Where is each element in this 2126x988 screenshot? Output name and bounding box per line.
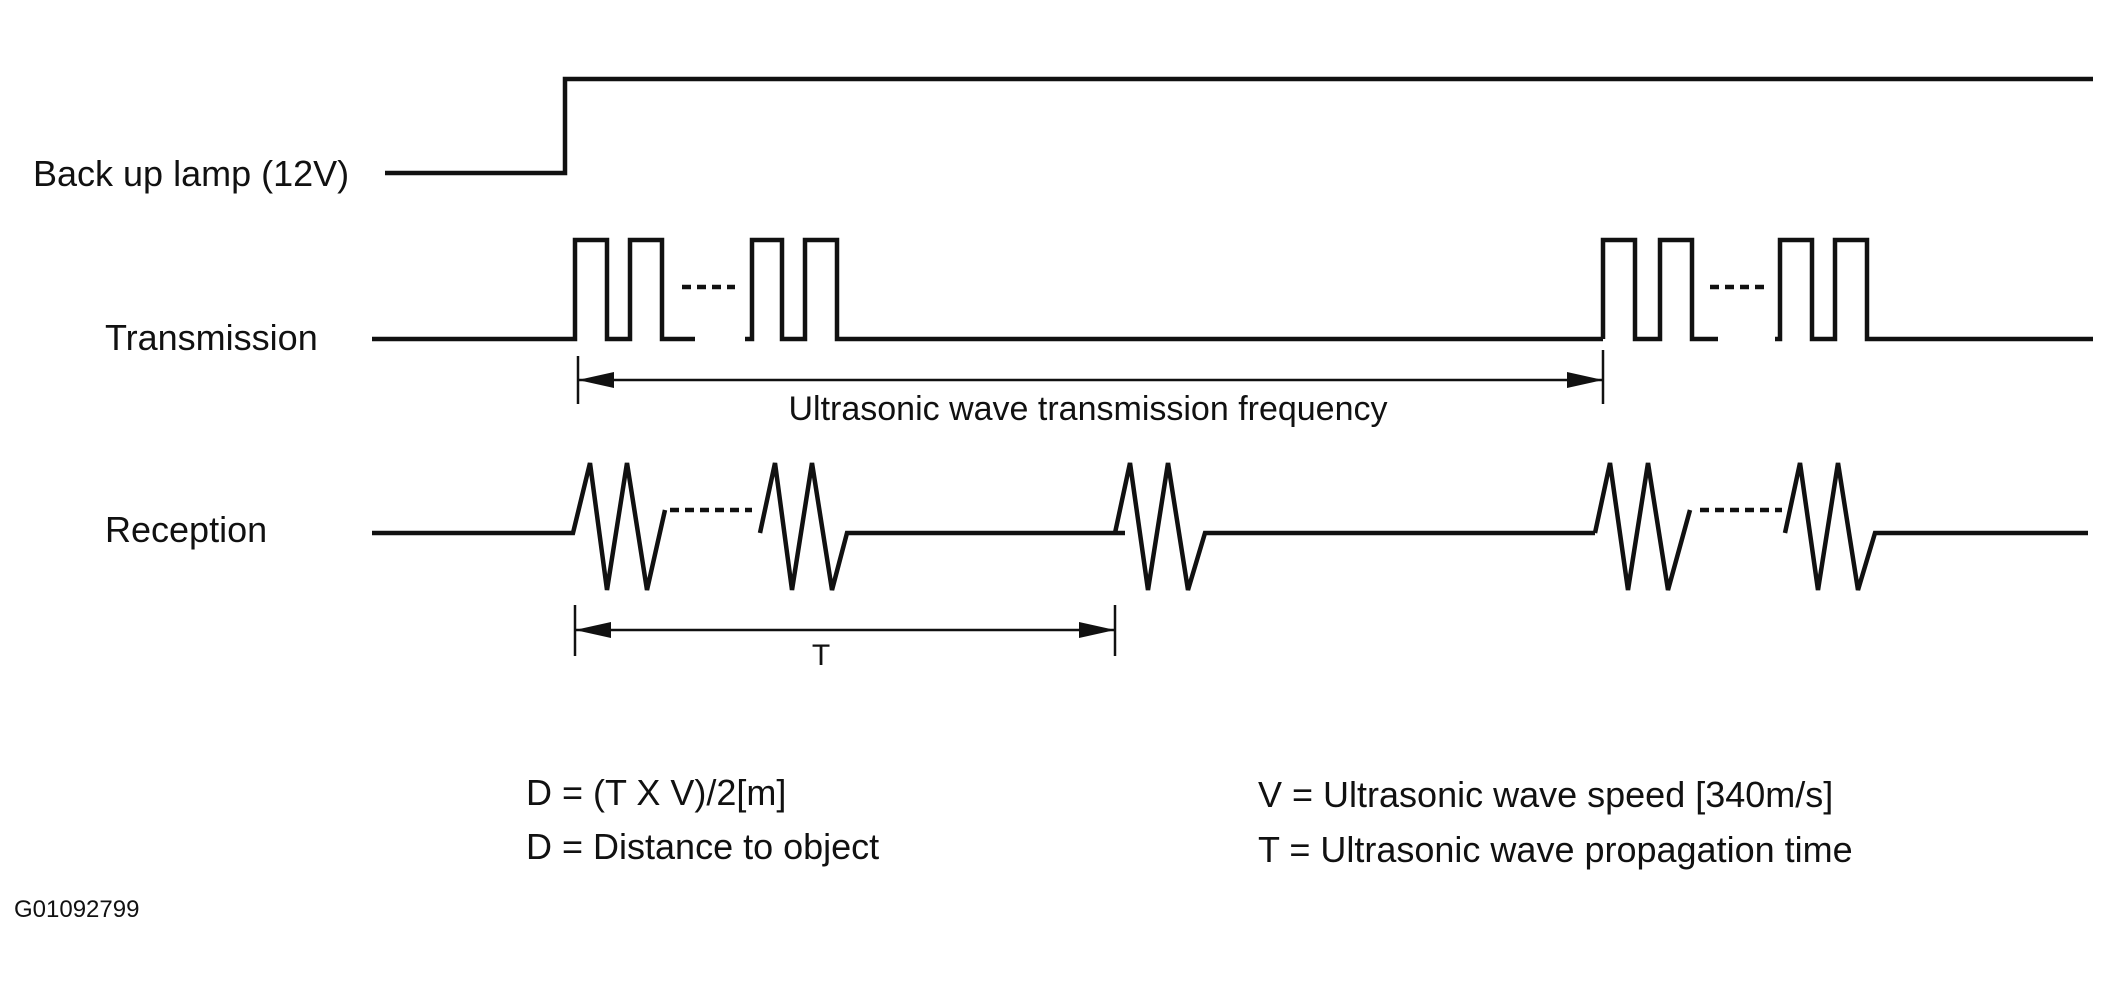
transmission-burst-3 (1600, 237, 1718, 342)
transmission-burst-4 (1775, 237, 2093, 342)
reception-burst-3 (1592, 462, 1693, 591)
figure-id: G01092799 (14, 896, 139, 923)
speed-definition: V = Ultrasonic wave speed [340m/s] (1258, 774, 1833, 815)
backup-lamp-label: Back up lamp (12V) (33, 153, 349, 194)
reception-echo (1112, 462, 1595, 591)
propagation-time-label: T (812, 639, 830, 672)
distance-formula: D = (T X V)/2[m] (526, 772, 786, 813)
reception-burst-4 (1782, 462, 2088, 591)
transmission-label: Transmission (105, 317, 318, 358)
reception-burst-2 (757, 462, 1125, 591)
distance-definition: D = Distance to object (526, 826, 879, 867)
propagation-time-dimension-line (573, 605, 1117, 656)
time-definition: T = Ultrasonic wave propagation time (1258, 829, 1853, 870)
frequency-label: Ultrasonic wave transmission frequency (788, 390, 1387, 428)
reception-label: Reception (105, 509, 267, 550)
transmission-burst-2 (745, 237, 1603, 342)
transmission-burst-1 (372, 237, 695, 342)
reception-burst-1 (372, 462, 668, 591)
frequency-dimension-line (576, 350, 1605, 404)
backup-lamp-waveform (385, 76, 2093, 176)
